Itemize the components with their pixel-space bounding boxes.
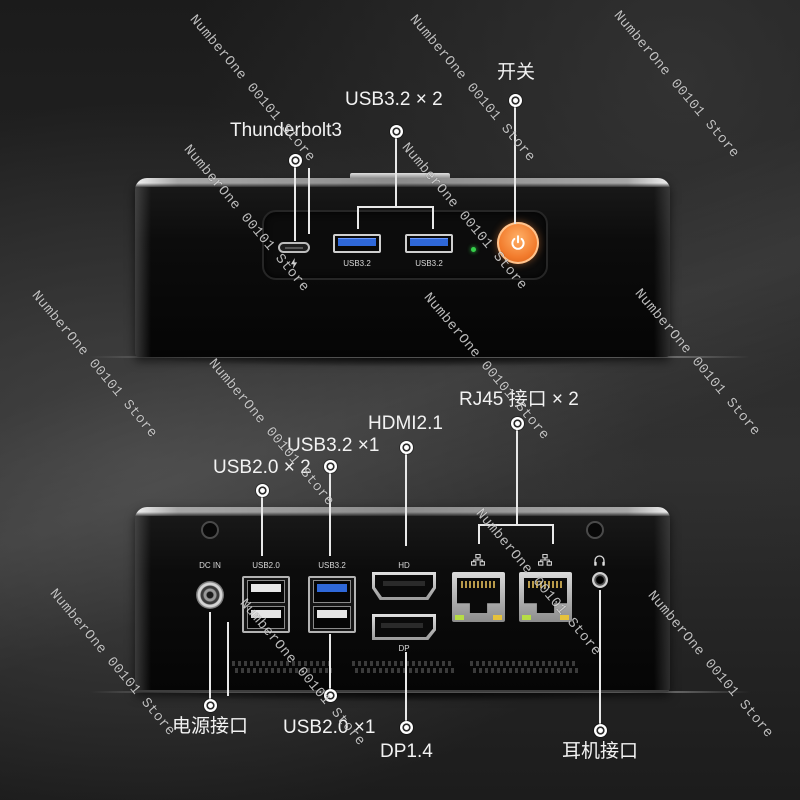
callout-marker	[508, 93, 522, 107]
callout-marker	[288, 153, 302, 167]
callout-line	[552, 524, 554, 544]
callout-line	[209, 612, 211, 699]
callout-line	[478, 524, 554, 526]
port-label-usb20: USB2.0	[252, 561, 280, 570]
network-icon	[471, 553, 485, 571]
callout-rj45: RJ45 接口 × 2	[459, 389, 579, 410]
vent-slots	[473, 668, 578, 673]
device-top-vent	[350, 173, 450, 179]
floor-line	[90, 356, 750, 358]
screw-hole	[201, 521, 219, 539]
watermark-text: NumberOne 00101 Store	[185, 12, 319, 166]
callout-line	[329, 634, 331, 689]
usb32-port	[333, 234, 381, 253]
callout-line	[308, 168, 310, 234]
device-edge-left	[135, 187, 151, 357]
callout-marker	[389, 124, 403, 138]
callout-power-jack: 电源接口	[172, 716, 249, 737]
vent-slots	[352, 661, 454, 666]
callout-line	[516, 429, 518, 526]
callout-marker	[203, 698, 217, 712]
device-top-cap	[135, 178, 670, 187]
callout-line	[261, 496, 263, 556]
device-shadow	[140, 357, 665, 367]
callout-marker	[323, 459, 337, 473]
thunderbolt-icon	[290, 256, 298, 274]
device-top-cap	[135, 507, 670, 516]
usb32-usb20-port-stack	[308, 576, 356, 633]
device-edge-right	[654, 187, 670, 357]
callout-line	[514, 106, 516, 224]
status-led	[471, 247, 476, 252]
usb20-port-stack	[242, 576, 290, 633]
rj45-port	[519, 572, 572, 622]
callout-dp: DP1.4	[380, 741, 433, 762]
callout-usb20-single: USB2.0 ×1	[283, 717, 376, 738]
callout-line	[405, 453, 407, 546]
callout-thunderbolt: Thunderbolt3	[230, 120, 342, 141]
port-label-usb32: USB3.2	[415, 259, 443, 268]
hdmi-port-opening	[375, 575, 433, 597]
port-label-usb32: USB3.2	[343, 259, 371, 268]
callout-line	[395, 137, 397, 208]
vent-slots	[235, 668, 332, 673]
callout-line	[599, 590, 601, 724]
callout-line	[405, 652, 407, 721]
callout-usb32: USB3.2 × 2	[345, 89, 443, 110]
screw-hole	[586, 521, 604, 539]
displayport-opening	[375, 617, 433, 637]
device-shadow	[140, 692, 665, 702]
callout-marker	[510, 416, 524, 430]
vent-slots	[355, 668, 454, 673]
port-label-usb32: USB3.2	[318, 561, 346, 570]
callout-line	[432, 206, 434, 229]
port-label-dc-in: DC IN	[199, 561, 221, 570]
callout-line	[478, 524, 480, 544]
device-edge-right	[654, 516, 670, 692]
rj45-port	[452, 572, 505, 622]
network-icon	[538, 553, 552, 571]
headphone-icon	[593, 554, 606, 572]
floor-line	[90, 691, 750, 693]
power-button	[497, 222, 539, 264]
vent-slots	[232, 661, 332, 666]
power-icon	[509, 234, 527, 252]
usb32-port	[405, 234, 453, 253]
callout-line	[357, 206, 359, 229]
callout-power-switch: 开关	[497, 62, 536, 83]
callout-marker	[399, 440, 413, 454]
callout-usb32: USB3.2 ×1	[287, 435, 380, 456]
watermark-text: NumberOne 00101 Store	[609, 8, 743, 162]
callout-line	[227, 622, 229, 696]
thunderbolt-port	[278, 242, 310, 253]
callout-hdmi: HDMI2.1	[368, 413, 443, 434]
callout-marker	[255, 483, 269, 497]
callout-usb20: USB2.0 × 2	[213, 457, 311, 478]
callout-marker	[323, 688, 337, 702]
watermark-text: NumberOne 00101 Store	[204, 356, 338, 510]
dc-in-jack	[196, 581, 224, 609]
device-edge-left	[135, 516, 151, 692]
port-label-dp: DP	[398, 644, 410, 653]
callout-line	[357, 206, 434, 208]
callout-audio: 耳机接口	[562, 741, 639, 762]
port-label-hdmi: HD	[398, 561, 410, 570]
vent-slots	[470, 661, 578, 666]
device-base	[135, 690, 670, 692]
callout-line	[294, 166, 296, 241]
callout-line	[329, 472, 331, 556]
callout-marker	[399, 720, 413, 734]
headphone-jack	[592, 572, 608, 588]
callout-marker	[593, 723, 607, 737]
